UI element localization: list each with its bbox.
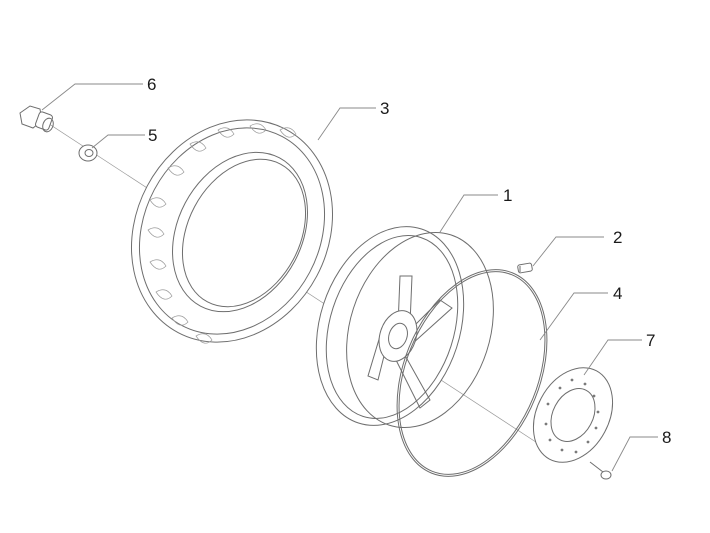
washer[interactable]	[78, 144, 98, 162]
leader-lines	[41, 83, 658, 472]
tyre-valve[interactable]	[517, 262, 533, 274]
tyre[interactable]	[93, 84, 371, 377]
wheel-rim[interactable]	[292, 207, 518, 446]
callout-8: 8	[662, 428, 671, 447]
callout-3: 3	[380, 99, 389, 118]
callout-7: 7	[646, 331, 655, 350]
callout-2: 2	[613, 228, 622, 247]
brake-disc[interactable]	[518, 354, 629, 476]
callout-4: 4	[613, 284, 622, 303]
axle-nut[interactable]	[19, 105, 55, 133]
callout-6: 6	[147, 75, 156, 94]
callout-1: 1	[503, 186, 512, 205]
callout-5: 5	[148, 126, 157, 145]
rim-tape[interactable]	[368, 247, 575, 498]
disc-screw[interactable]	[589, 461, 612, 480]
